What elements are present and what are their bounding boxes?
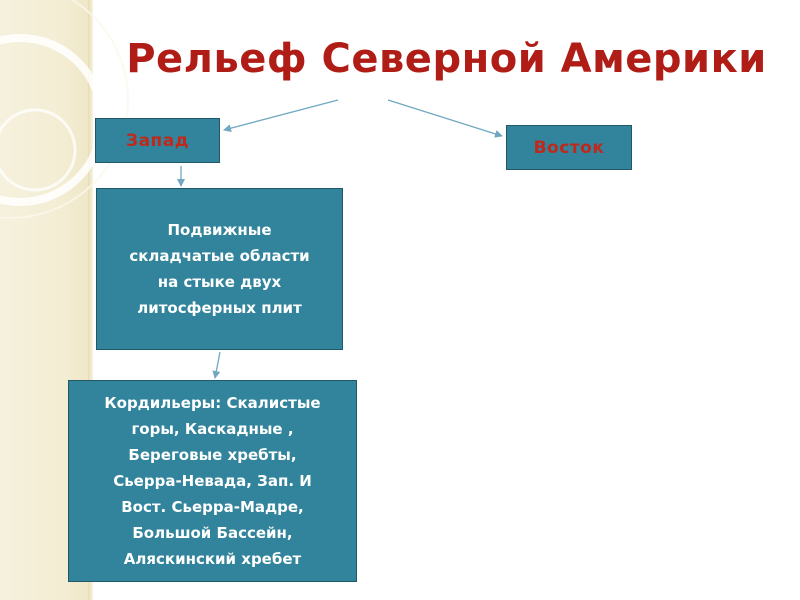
node-fold-areas-label: Подвижные складчатые области на стыке дв… xyxy=(129,221,310,317)
arrow-title-to-east xyxy=(387,99,503,138)
node-east-label: Восток xyxy=(533,137,605,158)
node-west-label: Запад xyxy=(126,130,189,151)
slide-title: Рельеф Северной Америки xyxy=(126,36,767,82)
arrow-title-to-west xyxy=(223,99,339,133)
node-east: Восток xyxy=(506,125,632,170)
node-cordilleras: Кордильеры: Скалистые горы, Каскадные , … xyxy=(68,380,357,582)
decorative-ring-small xyxy=(0,108,77,192)
node-cordilleras-label: Кордильеры: Скалистые горы, Каскадные , … xyxy=(104,394,321,568)
node-west: Запад xyxy=(95,118,220,163)
decorative-ring-outer xyxy=(0,0,129,219)
side-band-edge xyxy=(88,0,93,600)
arrow-fold-to-cord xyxy=(212,351,221,379)
node-fold-areas: Подвижные складчатые области на стыке дв… xyxy=(96,188,343,350)
